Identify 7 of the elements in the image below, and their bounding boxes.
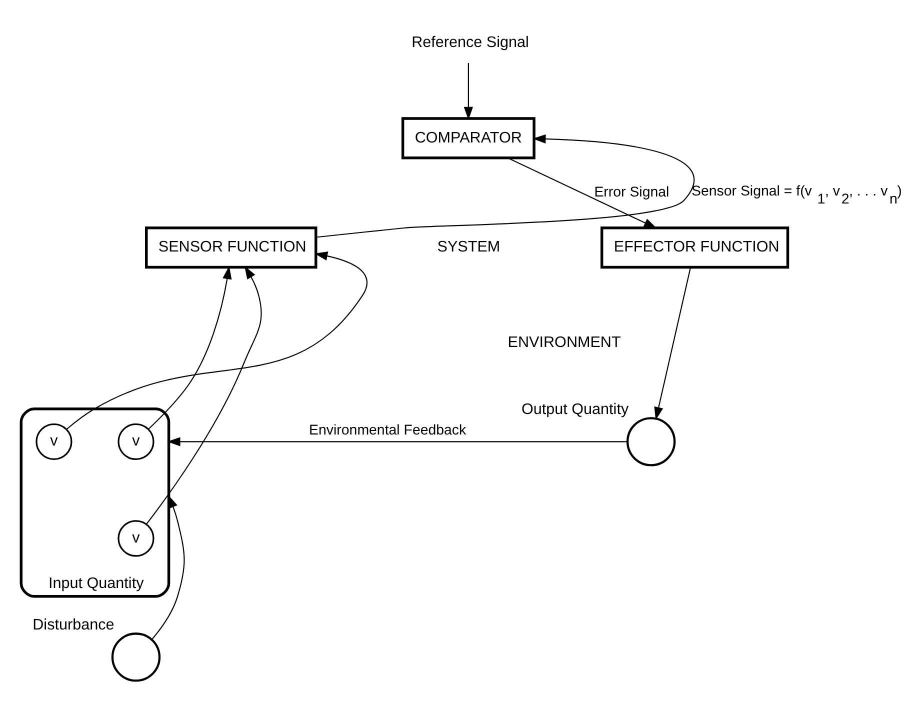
label: ENVIRONMENT [508,334,621,351]
label: SYSTEM [437,238,500,256]
edge-label: Error Signal [594,184,670,201]
node-label: Output Quantity [521,401,629,418]
node-text: Reference Signal [412,34,529,52]
node-label: Disturbance [32,616,114,634]
edge-label: Environmental Feedback [309,422,466,438]
